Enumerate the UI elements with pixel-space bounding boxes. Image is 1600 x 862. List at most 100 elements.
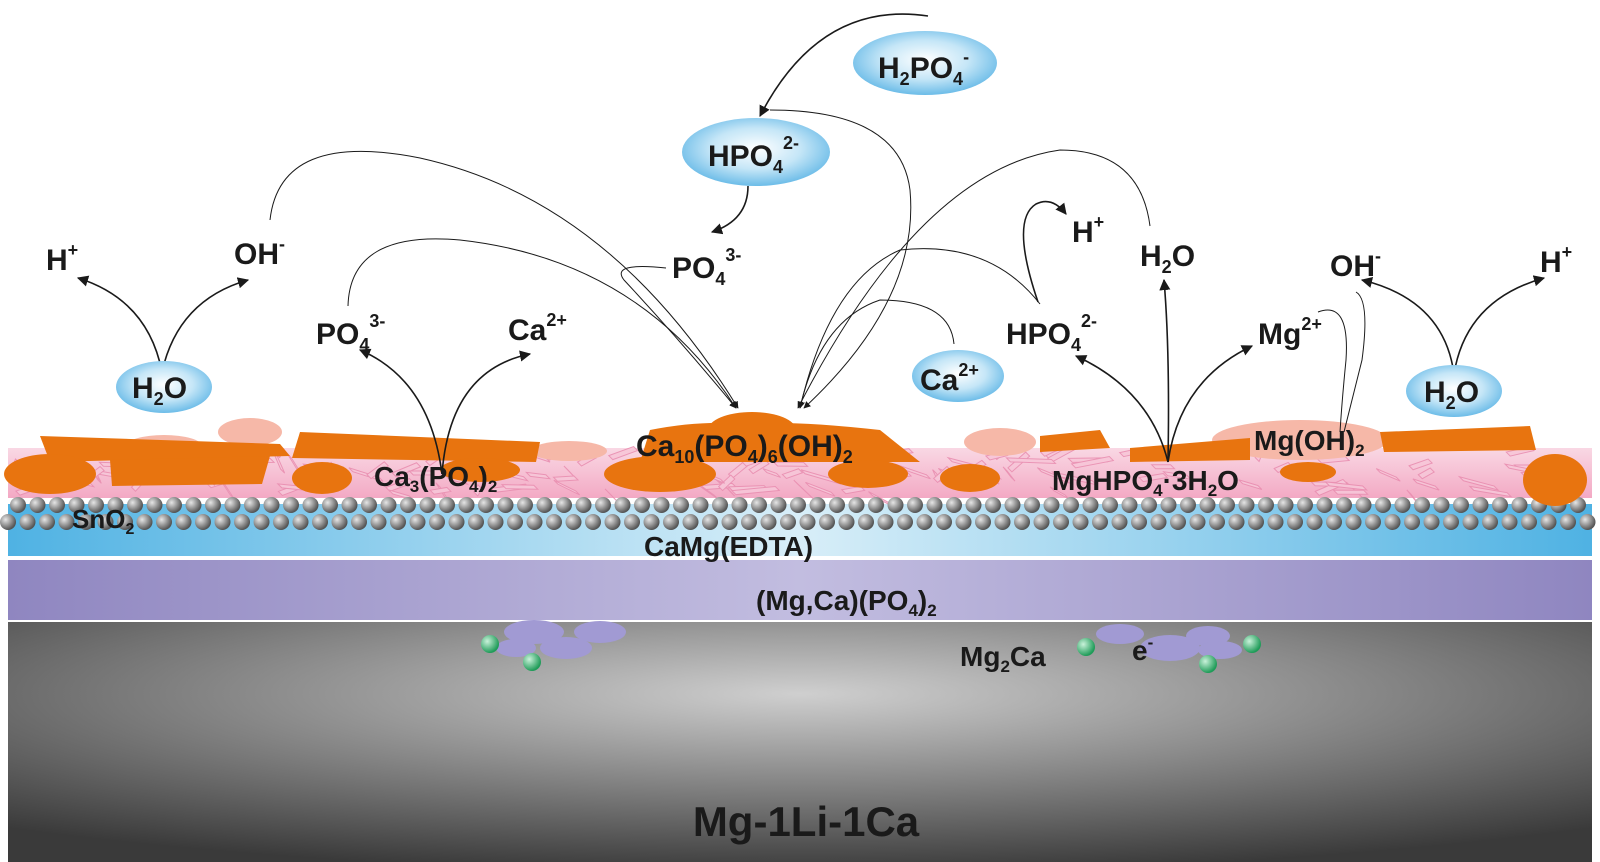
crystal-shard xyxy=(1005,457,1057,464)
sno2-sphere xyxy=(1414,497,1430,513)
label-h2po4: H2PO4- xyxy=(878,47,969,89)
crystal-shard xyxy=(366,461,390,480)
sno2-sphere xyxy=(1267,514,1284,530)
sno2-sphere xyxy=(751,497,767,513)
sno2-sphere xyxy=(97,514,114,530)
sno2-sphere xyxy=(341,497,358,513)
sno2-sphere xyxy=(487,514,504,530)
crystal-shard xyxy=(1002,466,1016,482)
sno2-sphere xyxy=(0,514,16,530)
sno2-sphere xyxy=(1511,497,1528,513)
sno2-sphere xyxy=(10,497,26,513)
sno2-sphere xyxy=(1014,514,1030,530)
sno2-sphere xyxy=(263,497,280,513)
label-h-left: H+ xyxy=(46,240,78,277)
sno2-sphere xyxy=(1189,514,1206,530)
sno2-sphere xyxy=(468,514,484,530)
sno2-particle-row xyxy=(0,497,1596,530)
sno2-sphere xyxy=(136,514,153,530)
sno2-sphere xyxy=(595,497,611,513)
sno2-sphere xyxy=(400,497,416,513)
label-hydroxyapatite: Ca10(PO4)6(OH)2 xyxy=(636,430,853,467)
sno2-sphere xyxy=(205,497,221,513)
sno2-sphere xyxy=(458,497,475,513)
sno2-sphere xyxy=(1287,514,1303,530)
sno2-sphere xyxy=(1043,497,1060,513)
crystal-shard xyxy=(1150,464,1176,470)
sno2-sphere xyxy=(819,514,835,530)
sno2-sphere xyxy=(1443,514,1459,530)
sno2-sphere xyxy=(322,497,338,513)
sno2-sphere xyxy=(936,514,952,530)
sno2-sphere xyxy=(526,514,543,530)
sno2-sphere xyxy=(1180,497,1196,513)
sno2-sphere xyxy=(858,514,874,530)
sno2-sphere xyxy=(702,514,718,530)
sno2-sphere xyxy=(887,497,904,513)
ion-bubbles xyxy=(116,31,1502,417)
sno2-sphere xyxy=(799,514,816,530)
sno2-sphere xyxy=(848,497,865,513)
sno2-sphere xyxy=(1345,514,1362,530)
crystal-shard xyxy=(1070,456,1115,469)
sno2-sphere xyxy=(175,514,192,530)
crystal-shard xyxy=(748,459,770,475)
mg2ca-precipitates xyxy=(496,620,1242,661)
sno2-sphere xyxy=(897,514,913,530)
crystal-shard xyxy=(1412,478,1440,491)
crystal-shard xyxy=(1037,467,1071,484)
sno2-sphere xyxy=(49,497,65,513)
sno2-sphere xyxy=(809,497,826,513)
sno2-sphere xyxy=(1131,514,1147,530)
sno2-sphere xyxy=(1472,497,1489,513)
sno2-sphere xyxy=(575,497,592,513)
sno2-sphere xyxy=(331,514,348,530)
sno2-sphere xyxy=(614,497,631,513)
sno2-sphere xyxy=(1258,497,1274,513)
label-camg-edta: CaMg(EDTA) xyxy=(644,531,813,562)
label-substrate: Mg-1Li-1Ca xyxy=(693,798,920,845)
sno2-sphere xyxy=(556,497,572,513)
sno2-sphere xyxy=(780,514,796,530)
label-sno2: SnO2 xyxy=(72,504,134,538)
label-ca-left: Ca2+ xyxy=(508,310,567,347)
sno2-sphere xyxy=(1160,497,1177,513)
crystal-shard xyxy=(717,474,736,492)
sno2-sphere xyxy=(507,514,523,530)
sno2-sphere xyxy=(916,514,933,530)
sno2-sphere xyxy=(790,497,806,513)
sno2-sphere xyxy=(829,497,845,513)
crystal-shard xyxy=(500,484,540,490)
sno2-sphere xyxy=(877,514,894,530)
sno2-sphere xyxy=(1053,514,1069,530)
sno2-sphere xyxy=(224,497,241,513)
sno2-sphere xyxy=(1209,514,1225,530)
sno2-sphere xyxy=(1170,514,1186,530)
sno2-sphere xyxy=(390,514,406,530)
label-hpo4-right: HPO42- xyxy=(1006,311,1097,355)
sno2-sphere xyxy=(29,497,46,513)
sno2-sphere xyxy=(1336,497,1352,513)
sno2-sphere xyxy=(448,514,465,530)
label-po4-left: PO43- xyxy=(316,311,385,355)
sno2-sphere xyxy=(1326,514,1342,530)
sno2-sphere xyxy=(19,514,36,530)
label-hpo4-top: HPO42- xyxy=(708,133,799,177)
sno2-sphere xyxy=(965,497,982,513)
sno2-sphere xyxy=(78,514,94,530)
sno2-sphere xyxy=(1121,497,1138,513)
sno2-sphere xyxy=(692,497,709,513)
label-mg2ca: Mg2Ca xyxy=(960,641,1046,676)
crystal-shard xyxy=(840,485,866,495)
sno2-sphere xyxy=(1033,514,1050,530)
sno2-sphere xyxy=(712,497,728,513)
sno2-sphere xyxy=(585,514,601,530)
label-h2o-right: H2O xyxy=(1424,376,1479,413)
label-mgoh2: Mg(OH)2 xyxy=(1254,425,1365,460)
sno2-sphere xyxy=(1024,497,1040,513)
crystal-shard xyxy=(391,462,422,478)
sno2-sphere xyxy=(497,497,514,513)
sno2-sphere xyxy=(1092,514,1108,530)
sno2-sphere xyxy=(1462,514,1479,530)
